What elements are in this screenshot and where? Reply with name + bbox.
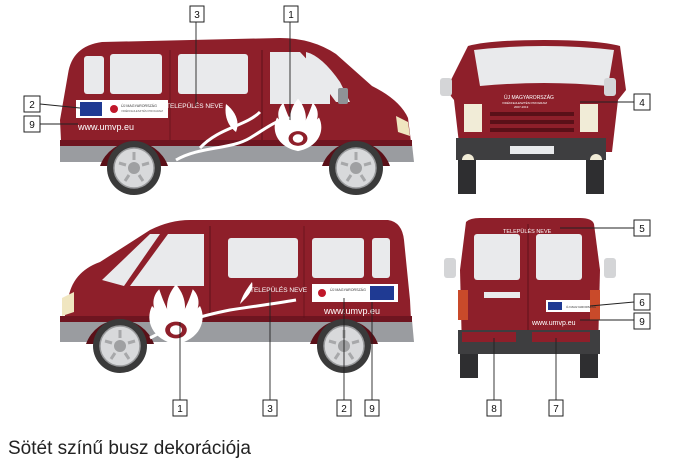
front-windscreen (474, 46, 614, 86)
svg-text:4: 4 (639, 98, 645, 109)
svg-text:3: 3 (267, 404, 273, 415)
rear-sticker-title: ÚJ MAGYARORSZÁG (566, 304, 597, 309)
callout-8: 8 (486, 399, 502, 417)
callout-6: 6 (633, 293, 651, 311)
svg-text:5: 5 (639, 224, 645, 235)
callout-2-left: 2 (23, 95, 41, 113)
diagram-caption: Sötét színű busz dekorációja (8, 438, 251, 459)
callout-5: 5 (633, 219, 651, 237)
svg-text:6: 6 (639, 298, 645, 309)
rear-window (84, 56, 104, 94)
door-window-left (130, 234, 204, 286)
callout-9-bottom: 9 (364, 399, 380, 417)
callout-4: 4 (633, 93, 651, 111)
sticker-program-title: ÚJ MAGYARORSZÁG (121, 103, 157, 108)
town-name-label: TELEPÜLÉS NEVE (166, 101, 224, 110)
svg-text:9: 9 (639, 317, 645, 328)
svg-text:2: 2 (341, 404, 347, 415)
side-window-2 (178, 54, 248, 94)
callout-9-left: 9 (23, 115, 41, 133)
rear-window-l (372, 238, 390, 278)
mirror (338, 88, 348, 104)
front-view: ÚJ MAGYARORSZÁG VIDÉKFEJLESZTÉSI PROGRAM… (440, 40, 626, 194)
svg-text:8: 8 (491, 404, 497, 415)
front-decal-years: 2007-2013 (514, 105, 529, 109)
callout-9-rear: 9 (633, 312, 651, 330)
side-window-1 (110, 54, 162, 94)
svg-text:1: 1 (288, 10, 294, 21)
svg-text:9: 9 (29, 120, 35, 131)
front-decal-sub: VIDÉKFEJLESZTÉSI PROGRAM (502, 100, 547, 105)
sticker-program-sub: VIDÉKFEJLESZTÉSI PROGRAM (121, 108, 163, 113)
callout-7: 7 (548, 399, 564, 417)
callout-1-bottom: 1 (172, 399, 188, 417)
rear-town-name: TELEPÜLÉS NEVE (503, 228, 552, 235)
svg-text:3: 3 (194, 10, 200, 21)
svg-text:1: 1 (177, 404, 183, 415)
town-name-label-left: TELEPÜLÉS NEVE (250, 285, 308, 294)
callout-3-bottom: 3 (262, 399, 278, 417)
svg-text:2: 2 (29, 100, 35, 111)
side-view-left: TELEPÜLÉS NEVE ÚJ MAGYARORSZÁG www.umvp.… (60, 220, 414, 375)
svg-text:9: 9 (369, 404, 375, 415)
callout-2-bottom: 2 (336, 399, 352, 417)
rear-website-label: www.umvp.eu (531, 320, 576, 327)
callout-1-top: 1 (283, 5, 299, 23)
windscreen-left (102, 234, 160, 286)
side-window-l1 (228, 238, 298, 278)
leader-lines (39, 22, 635, 400)
callout-3-top: 3 (189, 5, 205, 23)
website-label: www.umvp.eu (77, 122, 134, 132)
website-label-left: www.umvp.eu (323, 306, 380, 316)
side-window-l2 (312, 238, 364, 278)
rear-view: ÚJ MAGYARORSZÁG www.umvp.eu TELEPÜLÉS NE… (444, 218, 616, 378)
svg-text:7: 7 (553, 404, 559, 415)
front-decal-title: ÚJ MAGYARORSZÁG (504, 94, 554, 101)
sticker-program-title-left: ÚJ MAGYARORSZÁG (330, 287, 366, 292)
door-window (270, 52, 330, 104)
rear-window-1 (474, 234, 520, 280)
rear-window-2 (536, 234, 582, 280)
side-view-right: ÚJ MAGYARORSZÁG VIDÉKFEJLESZTÉSI PROGRAM… (60, 38, 414, 197)
